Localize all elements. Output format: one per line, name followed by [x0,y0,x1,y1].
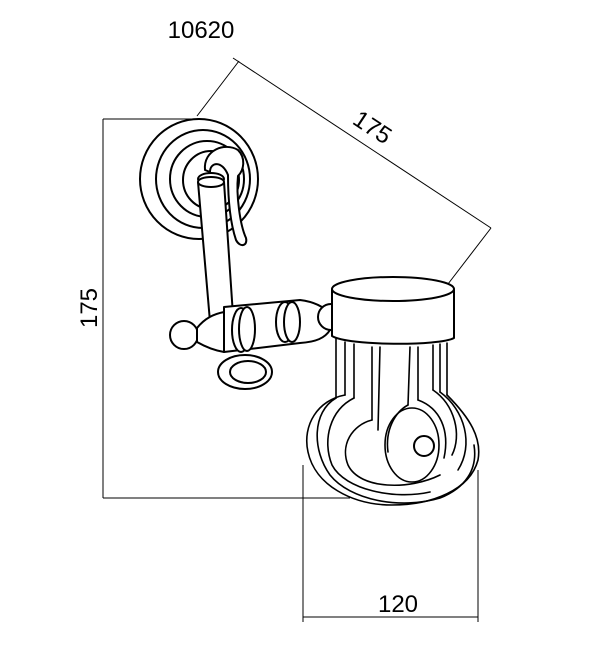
width-dimension-label: 120 [378,591,418,618]
wire-basket [306,337,480,506]
diagonal-dimension [196,57,492,285]
height-dimension-label: 175 [76,288,103,328]
product-outline [139,118,480,506]
height-dimension [102,118,350,499]
lower-rosette [217,354,273,390]
width-dimension [302,465,479,622]
model-number: 10620 [168,17,235,44]
basket-knob [413,435,435,457]
diagonal-dimension-label: 175 [348,105,396,150]
horizontal-arm [169,299,345,353]
holder-ring [331,276,455,345]
vertical-post [197,176,236,346]
